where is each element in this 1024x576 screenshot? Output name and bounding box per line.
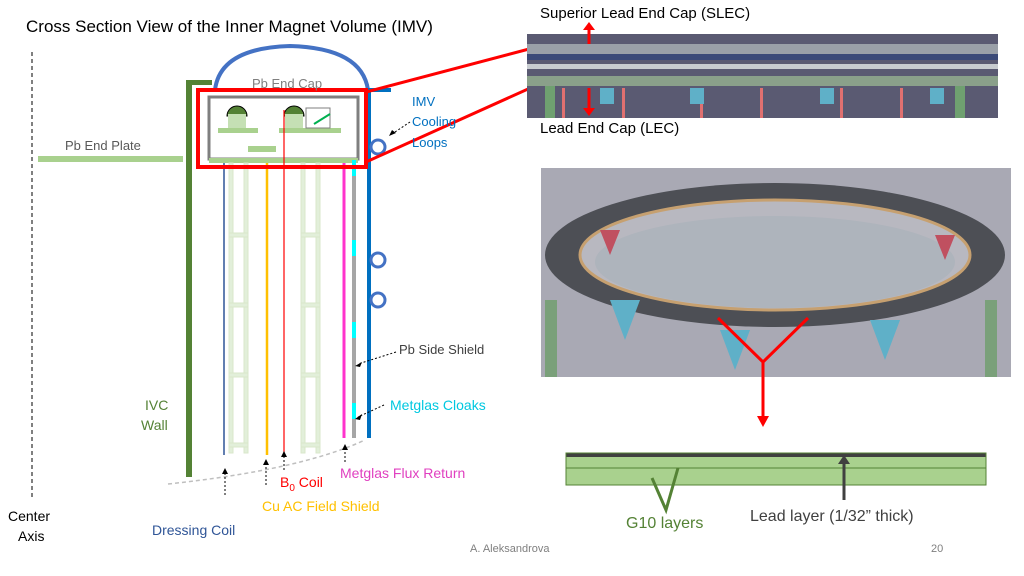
pb-end-plate: [38, 156, 183, 162]
connector-line-top: [365, 42, 549, 94]
slec-arrow-head: [583, 22, 595, 30]
bottom-boundary-curve: [167, 439, 366, 485]
y-connector: [716, 316, 810, 420]
end-cap-puck-left: [226, 105, 248, 117]
lec-ring-render: [541, 168, 1011, 377]
ivc-wall-top: [186, 80, 212, 85]
pb-side-shield: [352, 160, 356, 438]
ivc-wall-label-2: Wall: [141, 417, 168, 433]
imv-cooling-label-2: Cooling: [412, 114, 457, 129]
cu-ac-field-shield-label: Cu AC Field Shield: [262, 498, 380, 514]
b0-coil-label-subscript: 0: [289, 482, 295, 494]
end-cap-inner-box: [305, 107, 331, 129]
leader-arrow-heads: [222, 130, 396, 474]
cooling-loop-1: [369, 138, 387, 156]
lec-arrow-head: [583, 108, 595, 116]
pb-end-plate-label: Pb End Plate: [65, 138, 141, 153]
end-cap-mid-plate: [248, 146, 276, 152]
lec-label: Lead End Cap (LEC): [540, 120, 680, 137]
ivc-wall-label-1: IVC: [145, 397, 169, 413]
slide-title: Cross Section View of the Inner Magnet V…: [26, 17, 433, 36]
end-cap-puck-right-body: [285, 114, 303, 128]
author-footer: A. Aleksandrova: [470, 543, 550, 555]
lead-layer-pointer-head: [838, 455, 850, 464]
b0-coil-label: B0 Coil: [280, 474, 323, 494]
g10-layers-label: G10 layers: [626, 515, 704, 532]
slec-label: Superior Lead End Cap (SLEC): [540, 5, 751, 22]
slec-render: [527, 34, 998, 118]
b0-coil-label-b: B: [280, 474, 290, 490]
g10-pointer: [650, 467, 680, 515]
imv-cooling-label-1: IMV: [412, 94, 436, 109]
page-number: 20: [931, 543, 944, 555]
metglas-flux-return-label: Metglas Flux Return: [340, 465, 466, 481]
y-connector-head: [757, 416, 769, 427]
outer-blue-wall: [367, 88, 371, 438]
ivc-wall: [186, 80, 192, 477]
end-cap-green-stroke: [313, 113, 331, 125]
highlight-box: [196, 88, 368, 169]
support-ladder: [228, 162, 321, 454]
dressing-coil-label: Dressing Coil: [152, 522, 236, 538]
leader-arrows: [224, 121, 411, 495]
layer-stack: [565, 452, 987, 486]
imv-cooling-label-3: Loops: [412, 135, 448, 150]
cooling-loop-2: [369, 251, 387, 269]
outer-dome: [213, 43, 370, 91]
pb-side-shield-label: Pb Side Shield: [399, 342, 485, 357]
end-cap-shelf-left: [218, 128, 258, 133]
lead-layer-label: Lead layer (1/32” thick): [750, 508, 914, 525]
b0-coil-label-rest: Coil: [294, 474, 323, 490]
end-cap-puck-right: [283, 105, 305, 117]
end-cap-shelf-right: [279, 128, 341, 133]
metglas-cloaks-label: Metglas Cloaks: [390, 397, 486, 413]
center-axis-label-2: Axis: [18, 528, 45, 544]
center-axis-label-1: Center: [8, 508, 51, 524]
pb-end-cap-label: Pb End Cap: [252, 76, 323, 91]
cooling-loop-3: [369, 291, 387, 309]
end-cap-puck-left-body: [228, 114, 246, 128]
connector-line-bottom: [365, 78, 549, 164]
